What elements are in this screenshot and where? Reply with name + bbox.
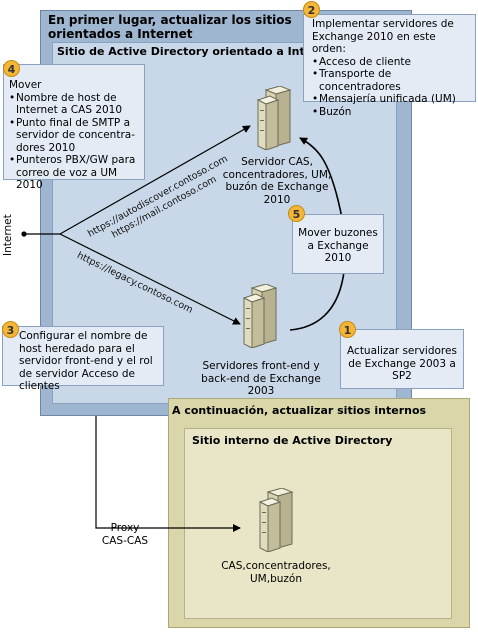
server-icon-2010 bbox=[256, 85, 292, 154]
step5-badge: 5 bbox=[288, 205, 305, 222]
step3-text: Configurar el nombre de host heredado pa… bbox=[19, 330, 153, 392]
step4-heading: Mover bbox=[9, 79, 42, 91]
internal-server-label: CAS,concentradores, UM,buzón bbox=[221, 560, 331, 585]
step4-item: Nombre de host de Internet a CAS 2010 bbox=[9, 92, 139, 117]
step2-item: Transporte de concentradores bbox=[312, 68, 470, 93]
step2-heading: Implementar servidores de Exchange 2010 … bbox=[312, 18, 454, 55]
inner-site-title: Sitio de Active Directory orientado a In… bbox=[57, 45, 339, 58]
step2-badge: 2 bbox=[303, 1, 320, 18]
step2-item: Mensajería unificada (UM) bbox=[312, 93, 470, 106]
internet-label: Internet bbox=[2, 214, 14, 256]
step4-item: Punto final de SMTP a servidor de concen… bbox=[9, 117, 139, 155]
internal-ad-site bbox=[184, 428, 452, 619]
step2-callout: Implementar servidores de Exchange 2010 … bbox=[303, 14, 476, 118]
step3-badge: 3 bbox=[2, 321, 19, 338]
outer-site-title: En primer lugar, actualizar los sitios o… bbox=[48, 13, 292, 41]
server-icon-internal bbox=[258, 487, 294, 556]
server-icon-2003 bbox=[242, 283, 278, 352]
link-to-cas-2010 bbox=[59, 125, 251, 235]
step1-badge: 1 bbox=[339, 321, 356, 338]
proxy-link bbox=[95, 416, 241, 532]
internet-node bbox=[21, 231, 27, 237]
step4-badge: 4 bbox=[3, 60, 20, 77]
step5-callout: Mover buzones a Exchange 2010 bbox=[292, 214, 384, 274]
step4-item: Punteros PBX/GW para correo de voz a UM … bbox=[9, 154, 139, 192]
step1-callout: Actualizar servidores de Exchange 2003 a… bbox=[340, 329, 464, 389]
internal-outer-title: A continuación, actualizar sitios intern… bbox=[172, 404, 427, 417]
server-2010-label: Servidor CAS, concentradores, UM, buzón … bbox=[222, 156, 332, 206]
proxy-label: Proxy CAS-CAS bbox=[101, 522, 149, 547]
step5-text: Mover buzones a Exchange 2010 bbox=[298, 227, 378, 264]
step2-item: Buzón bbox=[312, 106, 470, 119]
server-2003-label: Servidores front-end y back-end de Excha… bbox=[201, 360, 321, 397]
step3-callout: Configurar el nombre de host heredado pa… bbox=[2, 326, 164, 392]
step4-callout: Mover Nombre de host de Internet a CAS 2… bbox=[3, 64, 145, 191]
link-to-exchange-2003 bbox=[59, 233, 241, 325]
internal-inner-title: Sitio interno de Active Directory bbox=[192, 434, 393, 447]
step1-text: Actualizar servidores de Exchange 2003 a… bbox=[347, 345, 457, 382]
step2-item: Acceso de cliente bbox=[312, 56, 470, 69]
